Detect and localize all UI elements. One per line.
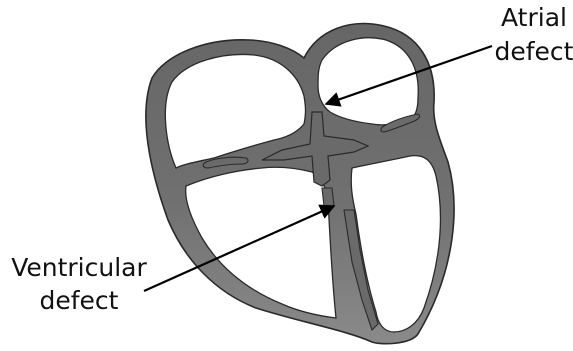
- ventricular-septum-upper: [322, 188, 334, 206]
- ventricular-defect-label-line1: Ventricular: [11, 253, 147, 282]
- ventricular-defect-label-line2: defect: [40, 286, 119, 315]
- atrial-defect-label-line2: defect: [495, 37, 573, 66]
- right-atrium-chamber: [318, 38, 418, 125]
- atrial-defect-label-line1: Atrial: [501, 3, 567, 32]
